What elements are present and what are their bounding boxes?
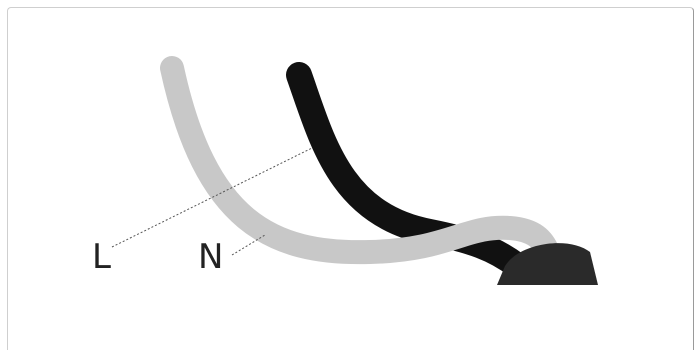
live-wire xyxy=(286,62,533,281)
neutral-label: N xyxy=(198,237,223,277)
live-leader-line xyxy=(111,147,313,248)
plug-body xyxy=(497,243,598,285)
neutral-leader-line xyxy=(231,234,266,256)
neutral-wire xyxy=(160,56,560,265)
live-label: L xyxy=(92,237,111,277)
